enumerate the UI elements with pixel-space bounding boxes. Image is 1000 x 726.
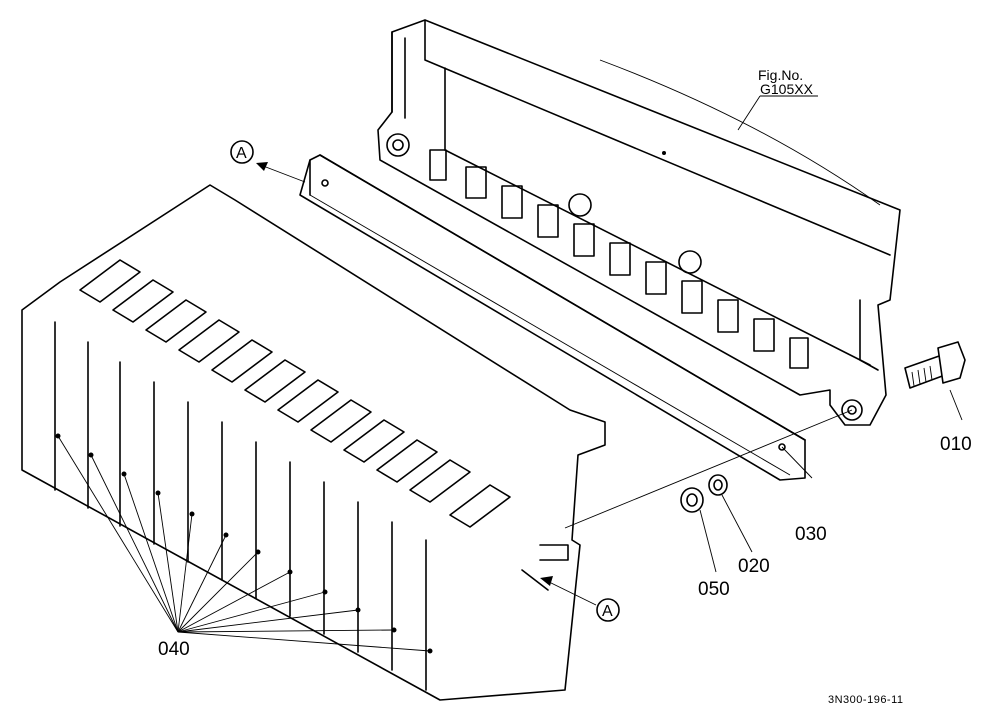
section-letter-upper: A — [236, 145, 247, 162]
weight-hooks — [79, 259, 511, 528]
leader-lines-040 — [57, 435, 431, 652]
fig-leader — [737, 95, 761, 131]
drawing-code: 3N300-196-11 — [828, 694, 904, 706]
part-label-010: 010 — [940, 434, 972, 455]
nut-050 — [680, 487, 717, 573]
fig-prefix: Fig.No. — [758, 67, 803, 83]
bracket-slots — [429, 149, 809, 369]
plate-030 — [299, 154, 806, 481]
washer-020 — [708, 474, 753, 553]
section-mark-upper — [230, 140, 306, 183]
weight-bracket — [377, 19, 901, 426]
section-letter-lower: A — [602, 603, 613, 620]
part-label-030: 030 — [795, 524, 827, 545]
bolt-010 — [904, 341, 966, 421]
assembly-axis — [564, 409, 853, 529]
counterweight-stack — [21, 184, 606, 701]
part-label-040: 040 — [158, 639, 190, 660]
fig-number: G105XX — [760, 81, 814, 97]
part-label-050: 050 — [698, 579, 730, 600]
part-label-020: 020 — [738, 556, 770, 577]
weight-slices — [54, 321, 427, 691]
section-mark-lower — [540, 576, 620, 622]
